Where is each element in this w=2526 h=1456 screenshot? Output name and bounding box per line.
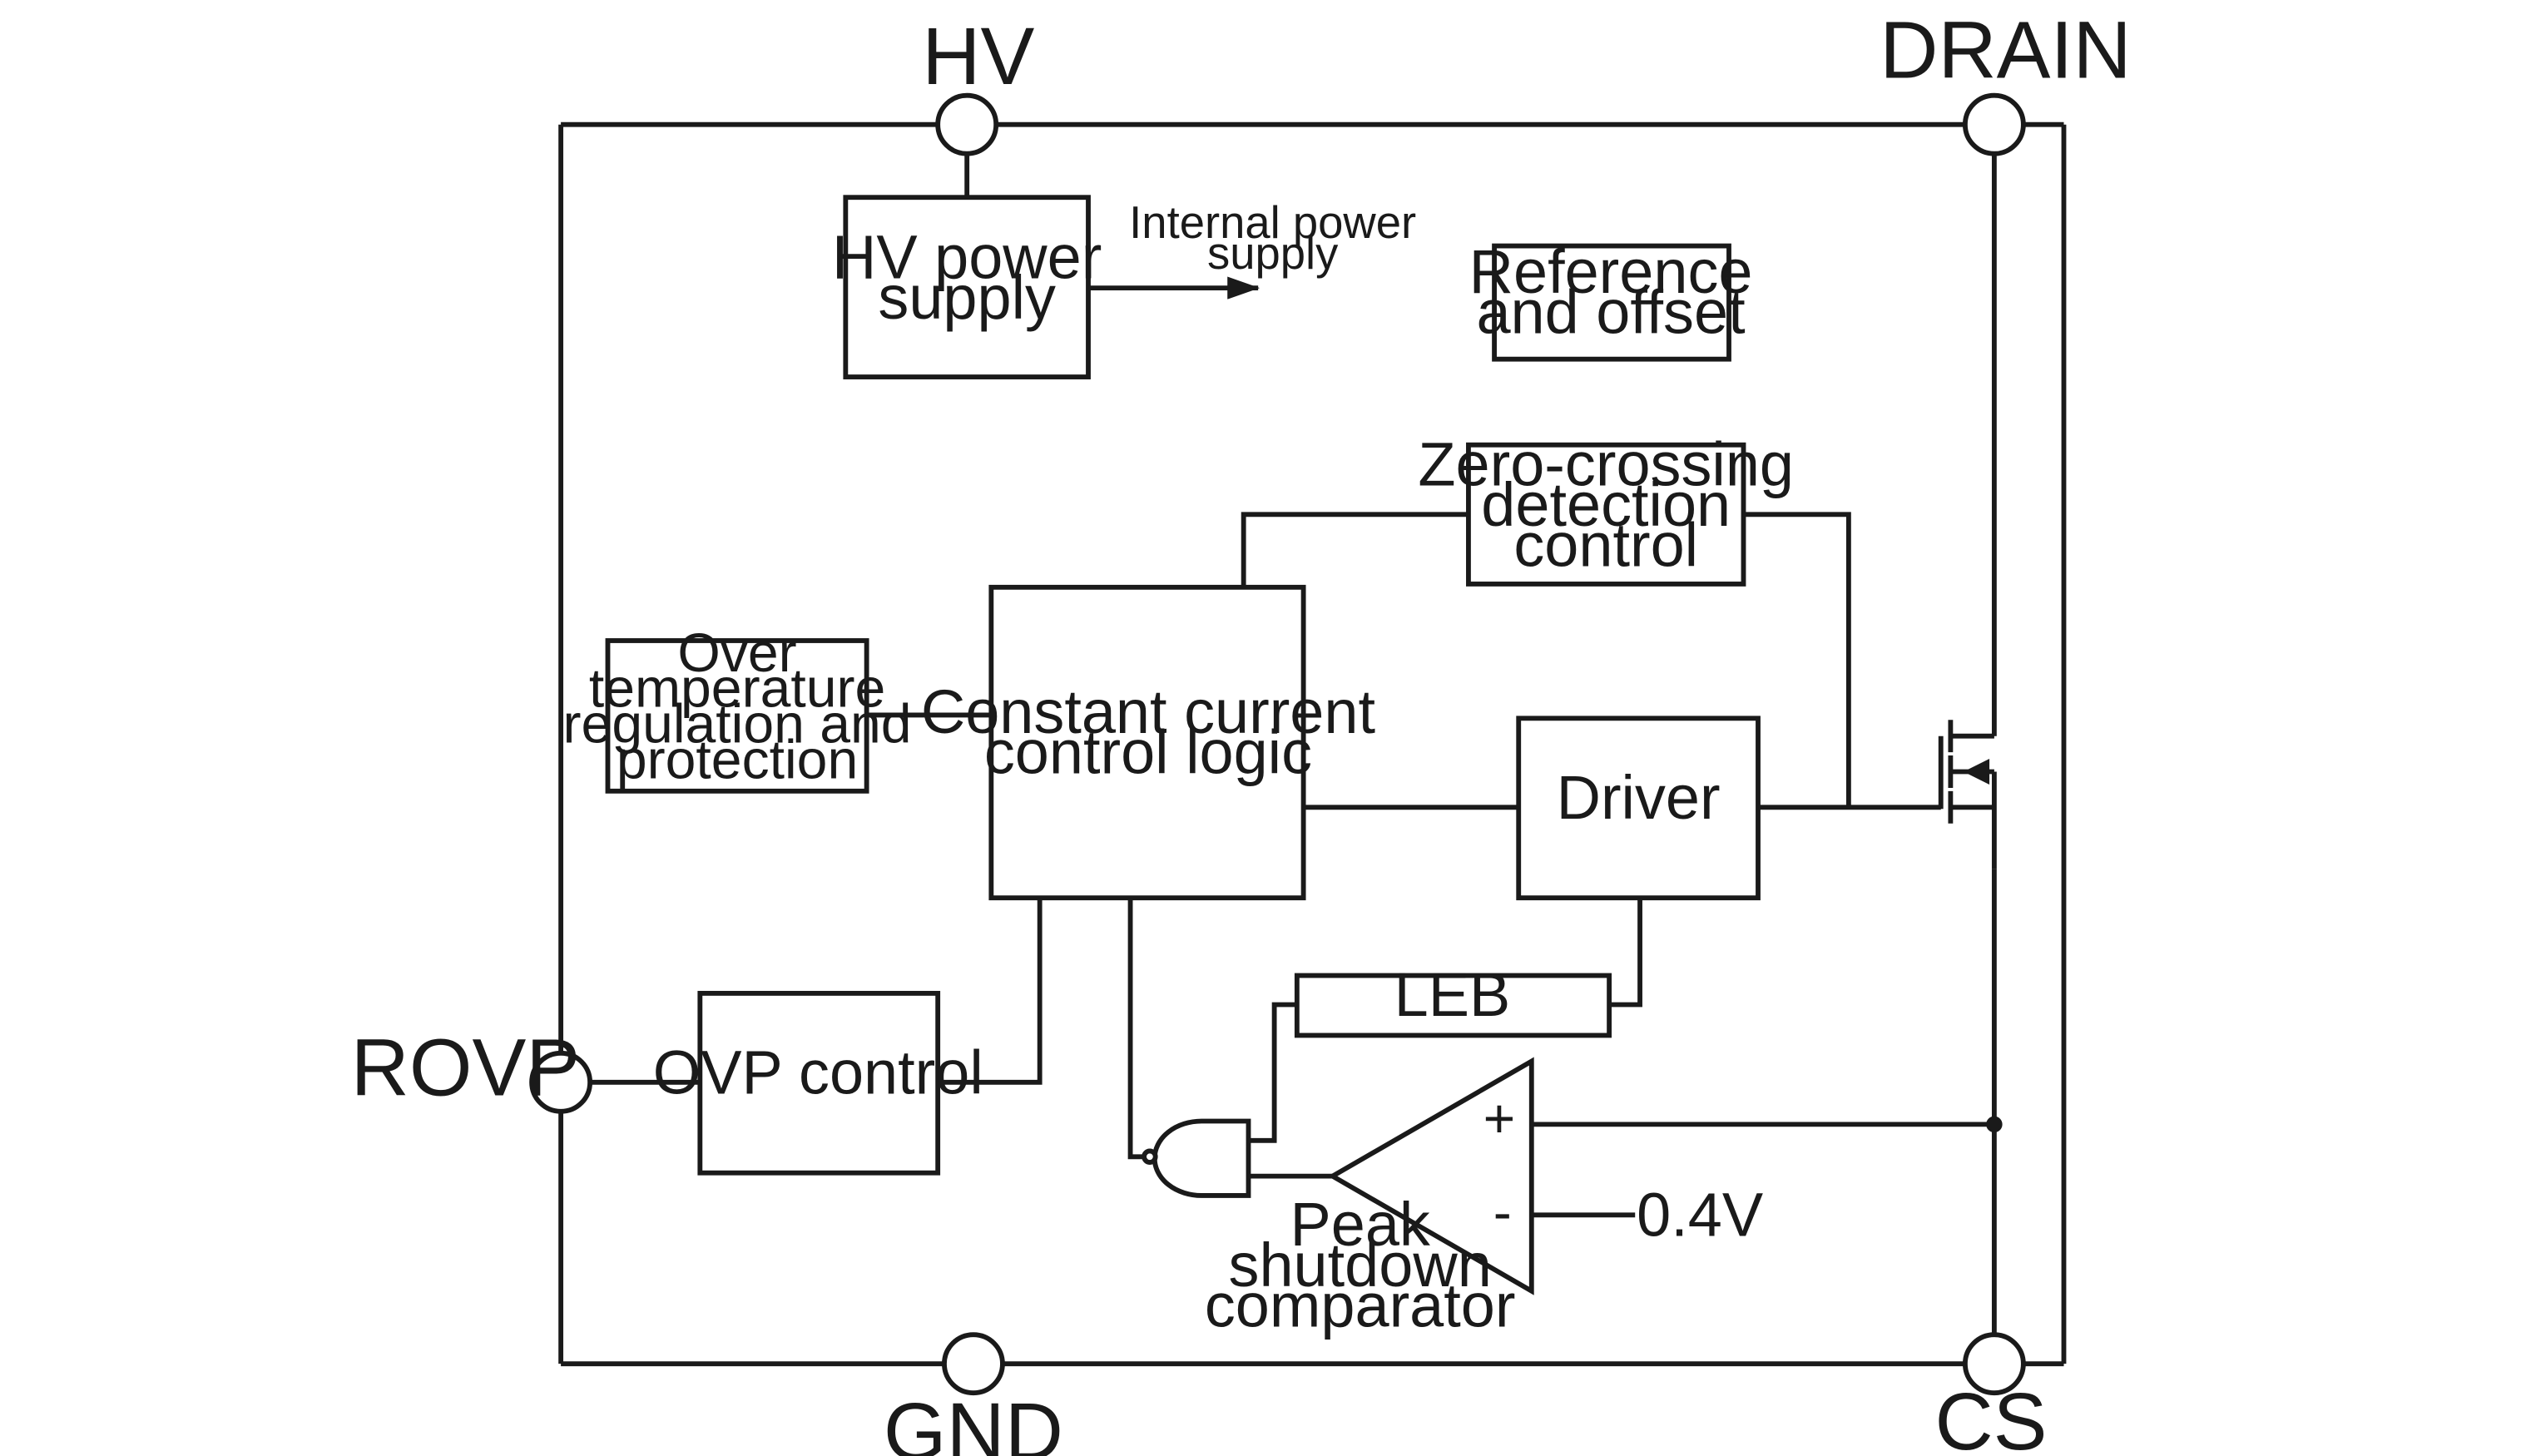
hv-power-supply-line1: HV power (832, 222, 1102, 291)
over-temperature-line1: Over (677, 622, 796, 684)
reference-offset-block: Reference and offset (1469, 237, 1753, 362)
pin-rovp: ROVP (351, 1022, 593, 1114)
pin-hv-label: HV (922, 11, 1034, 102)
zero-crossing-line2: detection (1481, 470, 1731, 539)
hv-power-supply-block: HV power supply (832, 195, 1102, 379)
over-temperature-block: Over temperature regulation and protecti… (563, 622, 912, 794)
pin-gnd-label: GND (884, 1386, 1063, 1456)
pin-cs-label: CS (1934, 1376, 2047, 1456)
reference-offset-line1: Reference (1469, 237, 1753, 306)
and-gate-symbol (1142, 1118, 1251, 1198)
peak-shutdown-comparator: + - Peak shutdown comparator (1205, 1057, 1534, 1340)
ovp-control-block: OVP control (653, 990, 983, 1176)
constant-current-block: Constant current control logic (921, 584, 1375, 901)
wires (590, 153, 2003, 1335)
mosfet-symbol (1938, 720, 1994, 824)
over-temperature-line3: regulation and (563, 694, 912, 755)
constant-current-line1: Constant current (921, 677, 1375, 746)
driver-block: Driver (1516, 716, 1761, 901)
comparator-label-line1: Peak (1290, 1190, 1430, 1259)
driver-label: Driver (1557, 763, 1721, 832)
internal-power-label: Internal power supply (1129, 197, 1416, 279)
pin-drain: DRAIN (1880, 4, 2132, 156)
leb-label: LEB (1394, 960, 1511, 1029)
comparator-plus-sign: + (1483, 1088, 1516, 1150)
over-temperature-line2: temperature (589, 658, 885, 720)
pin-gnd: GND (884, 1332, 1063, 1456)
reference-voltage-label: 0.4V (1637, 1181, 1763, 1250)
pin-cs: CS (1934, 1332, 2048, 1456)
pin-drain-label: DRAIN (1880, 4, 2131, 95)
zero-crossing-line3: control (1513, 511, 1698, 580)
pin-rovp-label: ROVP (351, 1022, 581, 1112)
internal-power-line2: supply (1207, 228, 1339, 279)
comparator-minus-sign: - (1493, 1182, 1512, 1244)
zero-crossing-line1: Zero-crossing (1418, 429, 1794, 498)
leb-block: LEB (1294, 960, 1612, 1038)
constant-current-line2: control logic (984, 717, 1312, 786)
zero-crossing-block: Zero-crossing detection control (1418, 429, 1794, 587)
internal-power-line1: Internal power (1129, 197, 1416, 248)
comparator-label-line3: comparator (1205, 1270, 1516, 1340)
reference-offset-line2: and offset (1476, 278, 1745, 347)
chip-boundary (558, 121, 2067, 1367)
comparator-label-line2: shutdown (1229, 1231, 1492, 1300)
hv-power-supply-line2: supply (878, 263, 1056, 332)
ovp-control-label: OVP control (653, 1038, 983, 1107)
pin-hv: HV (922, 11, 1034, 156)
over-temperature-line4: protection (617, 729, 858, 790)
